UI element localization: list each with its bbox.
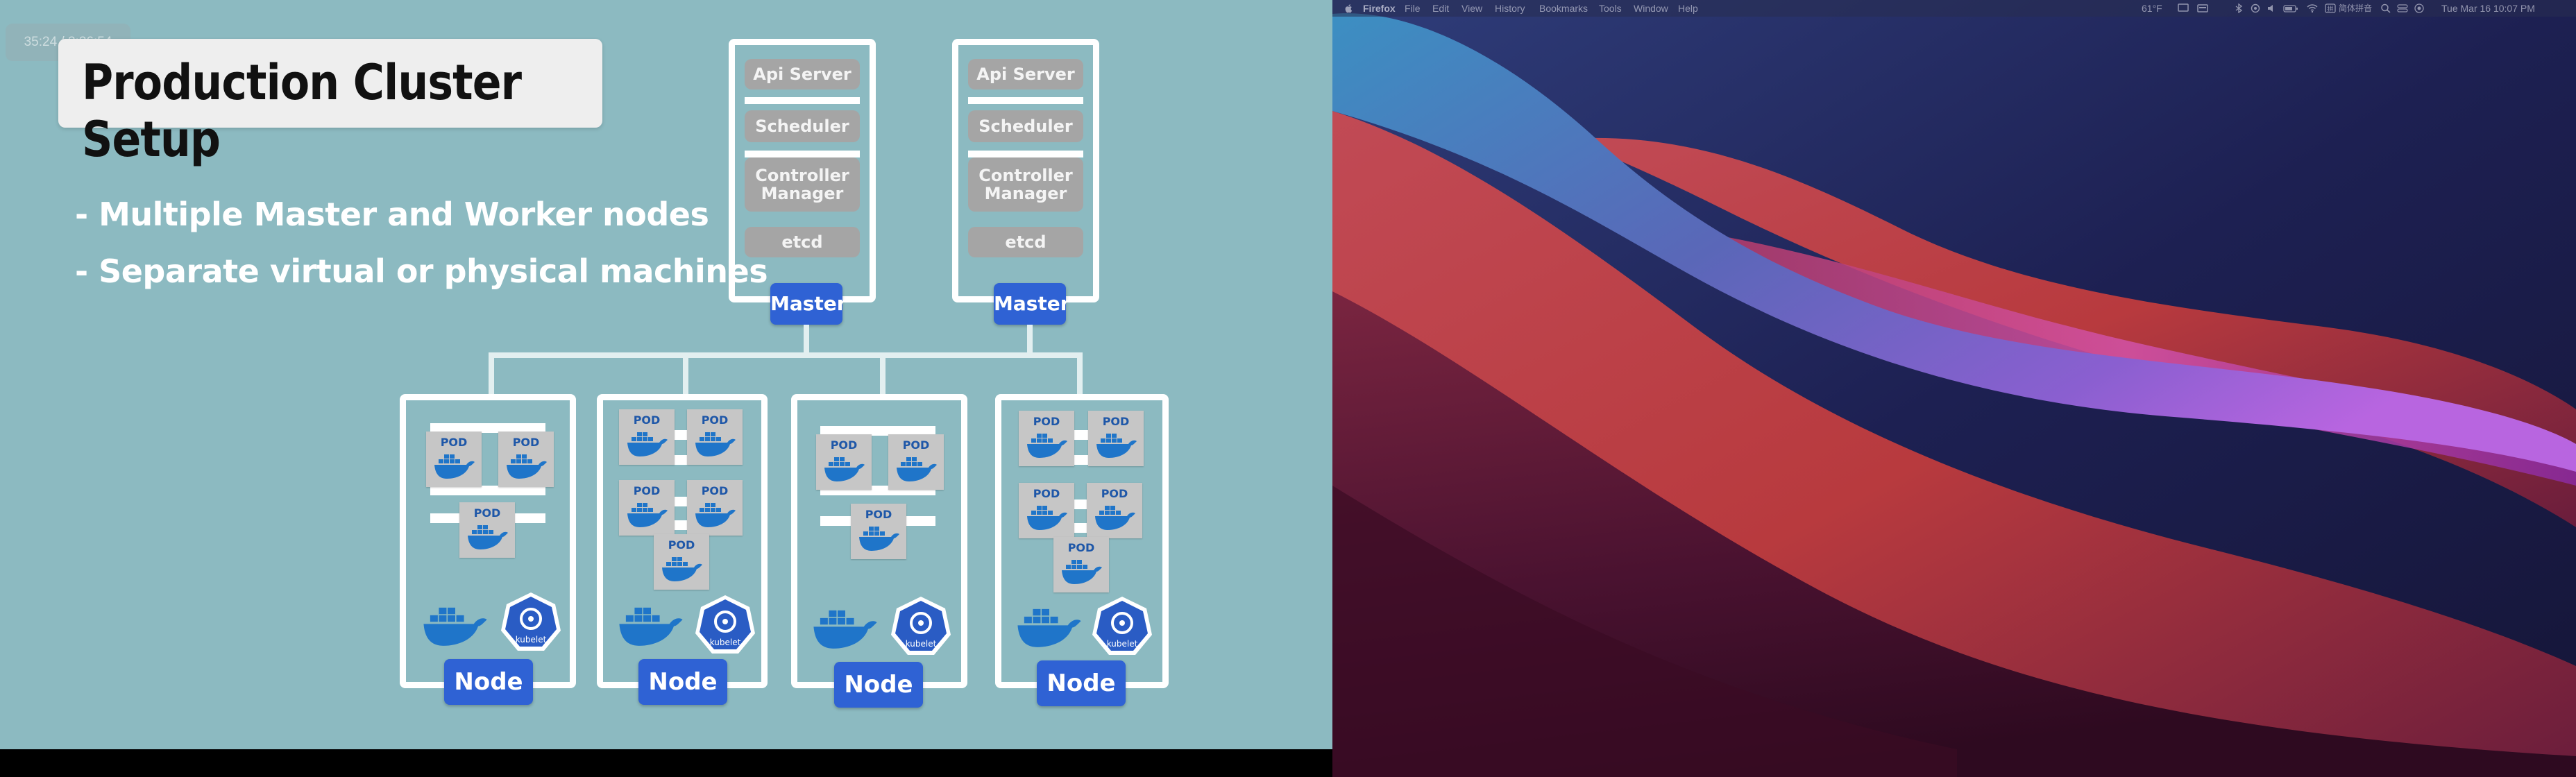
bluetooth-icon[interactable]: [2233, 3, 2244, 13]
siri-icon[interactable]: [2414, 3, 2425, 13]
divider: [968, 151, 1083, 157]
svg-text:kubelet: kubelet: [710, 638, 741, 647]
pod-icon: POD: [1087, 483, 1142, 538]
menu-app-name[interactable]: Firefox: [1363, 3, 1396, 14]
node-label-3: Node: [834, 662, 923, 708]
bullet-multiple-nodes: - Multiple Master and Worker nodes: [75, 196, 709, 233]
pod-icon: POD: [687, 409, 743, 465]
bullet-separate-machines: - Separate virtual or physical machines: [75, 253, 768, 290]
search-icon[interactable]: [2380, 3, 2391, 13]
pod-icon: POD: [1019, 483, 1074, 538]
pod-icon: POD: [816, 434, 872, 490]
svg-text:kubelet: kubelet: [906, 639, 937, 649]
etcd-block: etcd: [745, 227, 860, 257]
connector-line: [1077, 352, 1083, 397]
connector-line: [804, 325, 809, 355]
api-server-block: Api Server: [968, 59, 1083, 89]
weather-temperature[interactable]: 61°F: [2142, 3, 2162, 14]
docker-icon: [1017, 608, 1081, 647]
divider: [968, 97, 1083, 104]
divider: [745, 151, 860, 157]
divider: [820, 426, 935, 436]
slide-title: Production Cluster Setup: [82, 54, 522, 168]
input-source-label[interactable]: 简体拼音: [2339, 3, 2373, 13]
master-server-2: Api Server Scheduler Controller Manager …: [952, 39, 1099, 302]
divider: [745, 97, 860, 104]
keyboard-icon[interactable]: [2197, 3, 2208, 13]
video-player[interactable]: 35:24 / 3:36:54 Production Cluster Setup…: [0, 0, 1332, 777]
connector-line: [880, 352, 886, 397]
menu-view[interactable]: View: [1461, 3, 1483, 14]
volume-icon[interactable]: [2266, 3, 2278, 13]
pod-icon: POD: [687, 480, 743, 536]
pod-icon: POD: [459, 502, 515, 558]
kubelet-icon: kubelet: [501, 592, 561, 651]
etcd-block: etcd: [968, 227, 1083, 257]
node-label-2: Node: [638, 659, 727, 705]
docker-icon: [619, 607, 683, 646]
kubelet-icon: kubelet: [695, 595, 755, 654]
menu-clock[interactable]: Tue Mar 16 10:07 PM: [2441, 3, 2535, 14]
pod-icon: POD: [619, 480, 675, 536]
pod-icon: POD: [498, 432, 554, 487]
kubelet-icon: kubelet: [891, 597, 951, 655]
pod-icon: POD: [888, 434, 944, 490]
docker-icon: [423, 607, 487, 646]
desktop[interactable]: Firefox File Edit View History Bookmarks…: [1332, 0, 2576, 777]
divider: [430, 486, 545, 495]
menu-file[interactable]: File: [1405, 3, 1421, 14]
connector-line: [683, 352, 688, 397]
docker-icon: [813, 610, 877, 649]
record-icon[interactable]: [2250, 3, 2261, 13]
slide-title-box: Production Cluster Setup: [58, 39, 602, 168]
battery-icon[interactable]: [2283, 3, 2298, 13]
scheduler-block: Scheduler: [968, 110, 1083, 142]
controller-manager-block: Controller Manager: [745, 157, 860, 212]
connector-line: [489, 352, 494, 397]
svg-text:kubelet: kubelet: [1107, 639, 1138, 649]
divider: [430, 423, 545, 433]
pod-icon: POD: [1088, 411, 1144, 466]
pod-icon: POD: [619, 409, 675, 465]
scheduler-block: Scheduler: [745, 110, 860, 142]
kubelet-icon: kubelet: [1092, 597, 1152, 655]
menu-history[interactable]: History: [1495, 3, 1525, 14]
menu-edit[interactable]: Edit: [1432, 3, 1450, 14]
input-source-icon[interactable]: 拼: [2325, 3, 2336, 13]
connector-bus: [489, 352, 1080, 358]
pod-icon: POD: [1053, 537, 1109, 592]
pod-icon: POD: [654, 534, 709, 590]
pod-icon: POD: [426, 432, 482, 487]
node-label-4: Node: [1037, 660, 1126, 706]
master-label-1: Master: [770, 283, 847, 325]
menu-help[interactable]: Help: [1678, 3, 1698, 14]
menu-tools[interactable]: Tools: [1599, 3, 1622, 14]
display-icon[interactable]: [2178, 3, 2189, 13]
node-label-1: Node: [444, 659, 533, 705]
controller-manager-block: Controller Manager: [968, 157, 1083, 212]
pod-icon: POD: [851, 504, 906, 559]
master-label-2: Master: [994, 283, 1070, 325]
menu-bookmarks[interactable]: Bookmarks: [1539, 3, 1588, 14]
api-server-block: Api Server: [745, 59, 860, 89]
menu-bar: Firefox File Edit View History Bookmarks…: [1332, 0, 2576, 17]
svg-text:拼: 拼: [2327, 5, 2333, 13]
slide: 35:24 / 3:36:54 Production Cluster Setup…: [0, 0, 1332, 749]
svg-text:kubelet: kubelet: [516, 635, 547, 644]
wifi-icon[interactable]: [2307, 3, 2318, 13]
master-server-1: Api Server Scheduler Controller Manager …: [729, 39, 876, 302]
connector-line: [1027, 325, 1033, 355]
apple-icon[interactable]: [1344, 3, 1355, 13]
wallpaper: [1332, 0, 2576, 777]
menu-window[interactable]: Window: [1634, 3, 1668, 14]
pod-icon: POD: [1019, 411, 1074, 466]
control-center-icon[interactable]: [2397, 3, 2408, 13]
